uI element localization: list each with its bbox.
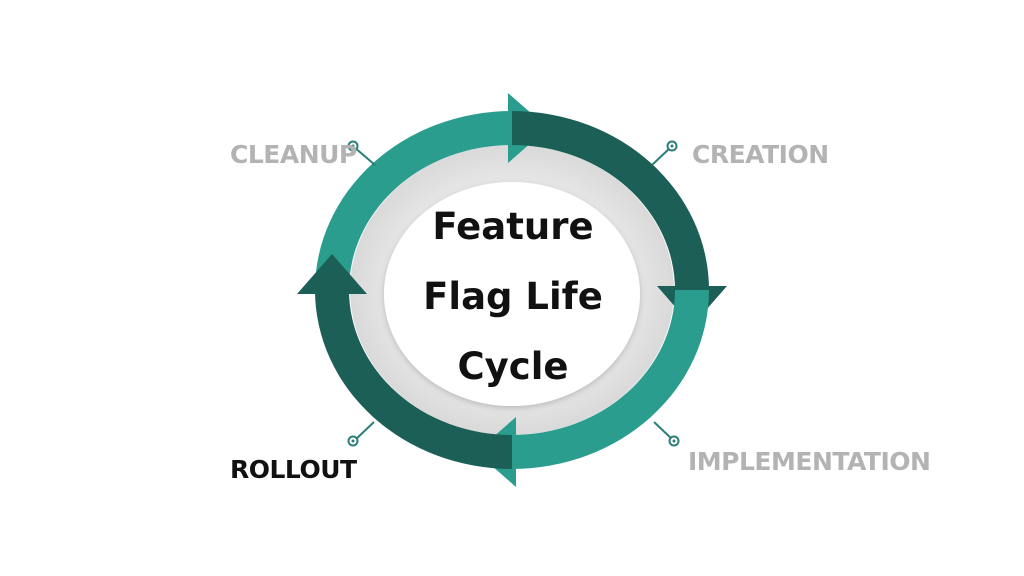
ring-segment-creation — [512, 111, 709, 290]
connector-cleanup — [347, 140, 376, 166]
center-title-line-3: Cycle — [458, 345, 569, 388]
stage-label-cleanup: CLEANUP — [230, 140, 357, 169]
arrowhead-rollout — [297, 254, 367, 294]
center-title-line-2: Flag Life — [423, 275, 603, 318]
stage-label-creation: CREATION — [692, 140, 829, 169]
center-disk — [384, 182, 640, 406]
ring-segment-rollout — [315, 290, 512, 469]
connector-implementation — [653, 421, 680, 447]
center-title-line-1: Feature — [432, 205, 593, 248]
cycle-ring — [297, 93, 727, 487]
stage-label-rollout: ROLLOUT — [230, 455, 357, 484]
connector-creation — [651, 140, 678, 166]
ring-segment-implementation — [512, 290, 709, 469]
connector-rollout — [347, 421, 375, 447]
stage-label-implementation: IMPLEMENTATION — [688, 447, 930, 476]
